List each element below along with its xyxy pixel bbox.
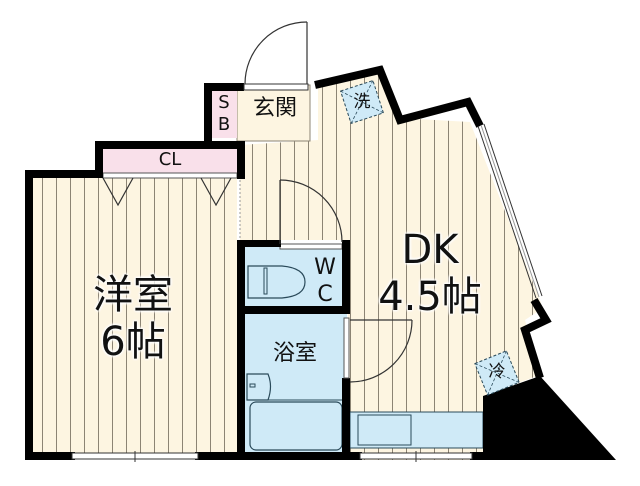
toilet-label-c: C [317,282,333,307]
shoe-box [210,88,237,138]
dk-floor [240,70,543,460]
toilet-room [243,246,347,306]
bathroom-label: 浴室 [272,341,317,366]
western-room-size: 6帖 [100,319,166,365]
dk-name: DK [401,227,459,273]
fridge-label: 冷 [488,362,506,382]
washer-label: 洗 [353,92,371,112]
dk-size: 4.5帖 [378,274,482,320]
outer-wall-right [520,297,552,380]
outer-wall-top [314,65,484,128]
western-room-floor [30,175,237,455]
sink [357,414,412,446]
toilet-label-w: W [314,255,336,280]
bathroom-room [243,314,347,454]
entrance-door [243,21,309,91]
closet-label: CL [158,149,182,170]
western-room-name: 洋室 [93,272,173,318]
shoe-box-label-s: S [218,92,230,113]
bathroom-door [343,317,413,383]
walls [25,83,490,460]
outer-wall-corner [483,376,616,460]
closet [103,146,237,174]
shoe-box-label-b: B [217,114,231,135]
entrance-floor [236,84,311,142]
entrance-label: 玄関 [252,96,297,121]
toilet-door [279,179,343,244]
kitchen-counter [349,411,484,449]
fridge-marker [474,350,520,396]
washer-marker [339,79,385,125]
toilet-bowl [247,265,306,299]
windows [71,123,543,462]
